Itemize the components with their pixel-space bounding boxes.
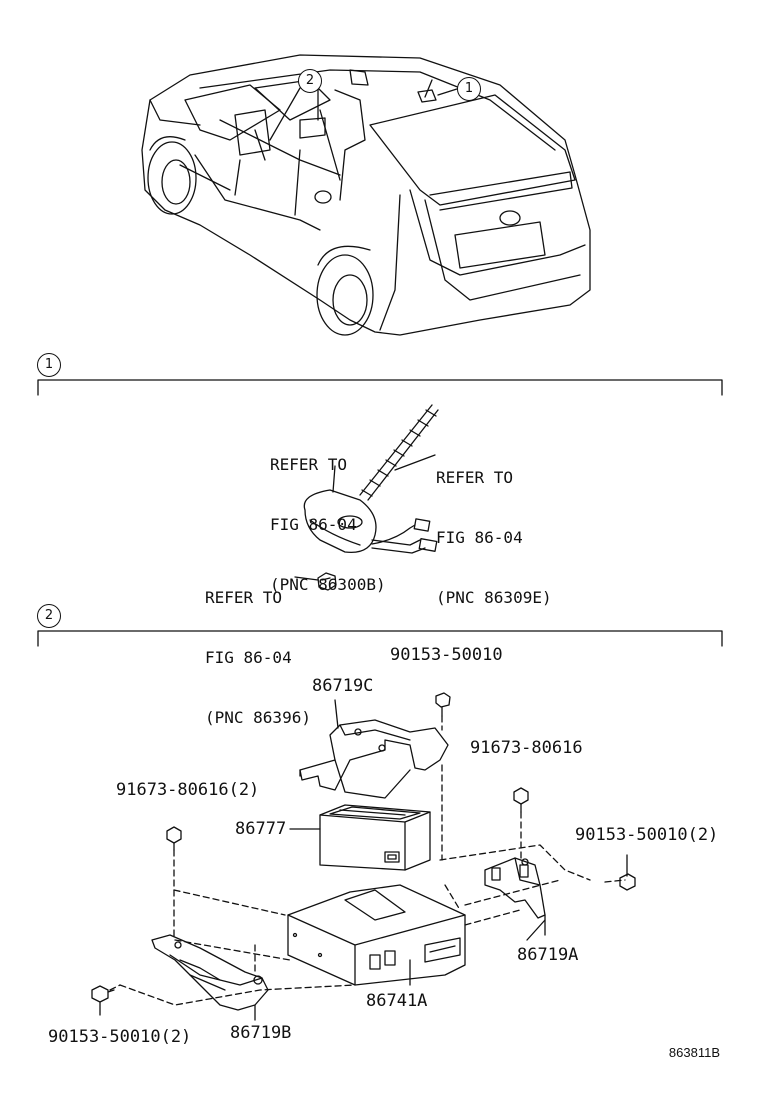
refer-line: REFER TO [270,455,348,474]
refer-callout-86309e: REFER TO FIG 86-04 (PNC 86309E) [436,428,552,628]
antenna-assembly [294,404,439,591]
box-86777 [319,804,431,871]
nut-left-shape [166,826,182,851]
section-marker-2: 2 [37,604,61,628]
refer-line: (PNC 86309E) [436,588,552,607]
refer-line: (PNC 86300B) [270,575,386,594]
bracket-86719b [151,934,269,1011]
bolt-top-shape [435,692,451,717]
part-label-nut-left: 91673-80616(2) [116,780,260,800]
bolt-left-shape [91,985,115,1003]
overview-marker-2: 2 [298,69,322,93]
part-label-86777: 86777 [235,819,287,839]
refer-callout-86300b: REFER TO FIG 86-04 (PNC 86300B) [270,415,386,615]
bracket-86719a [484,857,546,919]
part-label-bolt-right: 90153-50010(2) [575,825,719,845]
part-label-bolt-left: 90153-50010(2) [48,1027,192,1047]
refer-line: FIG 86-04 [205,648,292,667]
part-label-86741a: 86741A [366,991,428,1011]
part-label-86719b: 86719B [230,1023,292,1043]
bolt-right-shape [619,873,636,891]
refer-line: REFER TO [436,468,514,487]
refer-line: FIG 86-04 [270,515,357,534]
part-label-86719c: 86719C [312,676,374,696]
part-label-bolt-top: 90153-50010 [390,645,503,665]
nut-right-shape [513,787,529,813]
section-marker-1: 1 [37,353,61,377]
refer-callout-86396: REFER TO FIG 86-04 (PNC 86396) [205,548,311,748]
unit-86741a [287,884,466,986]
bracket-86719c [299,719,449,799]
refer-line: (PNC 86396) [205,708,311,727]
part-label-nut-right: 91673-80616 [470,738,583,758]
part-label-86719a: 86719A [517,945,579,965]
car-illustration [141,54,591,336]
overview-marker-1: 1 [457,77,481,101]
refer-line: FIG 86-04 [436,528,523,547]
refer-line: REFER TO [205,588,283,607]
figure-code: 863811B [668,1045,720,1060]
